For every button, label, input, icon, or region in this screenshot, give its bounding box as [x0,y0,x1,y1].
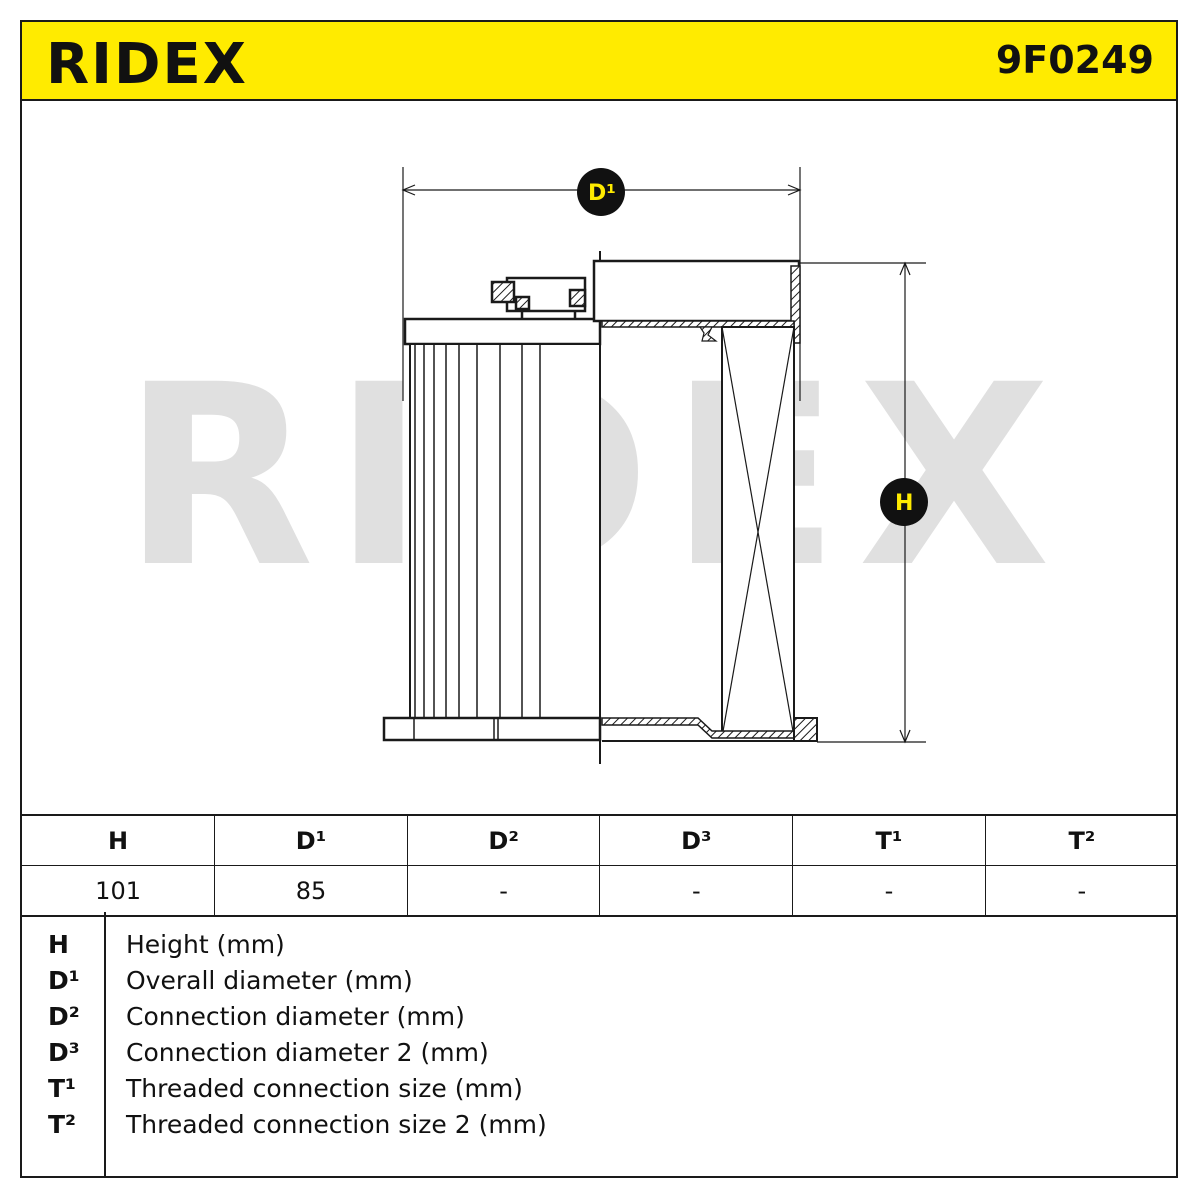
table-header-d3: D³ [599,814,794,866]
legend-divider [104,912,106,1178]
legend-description: Connection diameter 2 (mm) [126,1038,489,1067]
table-header-row: H D¹ D² D³ T¹ T² [22,814,1178,866]
ridex-logo: RIDEX [46,32,248,96]
legend-description: Threaded connection size 2 (mm) [126,1110,547,1139]
table-cell-d2: - [406,865,601,917]
table-cell-t2: - [984,865,1178,917]
list-item: T¹ Threaded connection size (mm) [22,1074,1178,1110]
filter-cross-section [382,251,818,764]
table-row: 101 85 - - - - [22,865,1178,917]
technical-drawing: RIDEX D¹ H [122,167,1051,764]
list-item: T² Threaded connection size 2 (mm) [22,1110,1178,1146]
drawing-sheet: RIDEX 9F0249 RIDEX D¹ [20,20,1178,1178]
table-header-t1: T¹ [792,814,986,866]
d1-badge [577,168,625,216]
table-cell-d1: 85 [214,865,408,917]
list-item: D² Connection diameter (mm) [22,1002,1178,1038]
legend-key: T² [48,1110,77,1139]
legend-description: Overall diameter (mm) [126,966,413,995]
table-header-h: H [22,814,216,866]
legend-key: D¹ [48,966,80,995]
legend-key: D³ [48,1038,80,1067]
dimensions-table: H D¹ D² D³ T¹ T² 101 85 - - - - [22,814,1178,917]
table-header-t2: T² [984,814,1178,866]
part-number: 9F0249 [995,38,1154,82]
header-bar: RIDEX 9F0249 [22,22,1176,101]
table-header-d2: D² [406,814,601,866]
legend-description: Height (mm) [126,930,285,959]
legend-key: D² [48,1002,80,1031]
table-cell-t1: - [792,865,986,917]
brand-logo-text: RIDEX [46,32,248,96]
legend-key: T¹ [48,1074,77,1103]
table-cell-h: 101 [22,865,216,917]
list-item: H Height (mm) [22,930,1178,966]
legend-description: Threaded connection size (mm) [126,1074,523,1103]
d1-badge-label: D¹ [588,181,616,206]
list-item: D¹ Overall diameter (mm) [22,966,1178,1002]
legend: H Height (mm) D¹ Overall diameter (mm) D… [22,912,1178,1178]
h-badge [880,478,928,526]
legend-key: H [48,930,69,959]
legend-description: Connection diameter (mm) [126,1002,465,1031]
list-item: D³ Connection diameter 2 (mm) [22,1038,1178,1074]
table-cell-d3: - [599,865,794,917]
table-header-d1: D¹ [214,814,408,866]
h-badge-label: H [895,491,913,516]
